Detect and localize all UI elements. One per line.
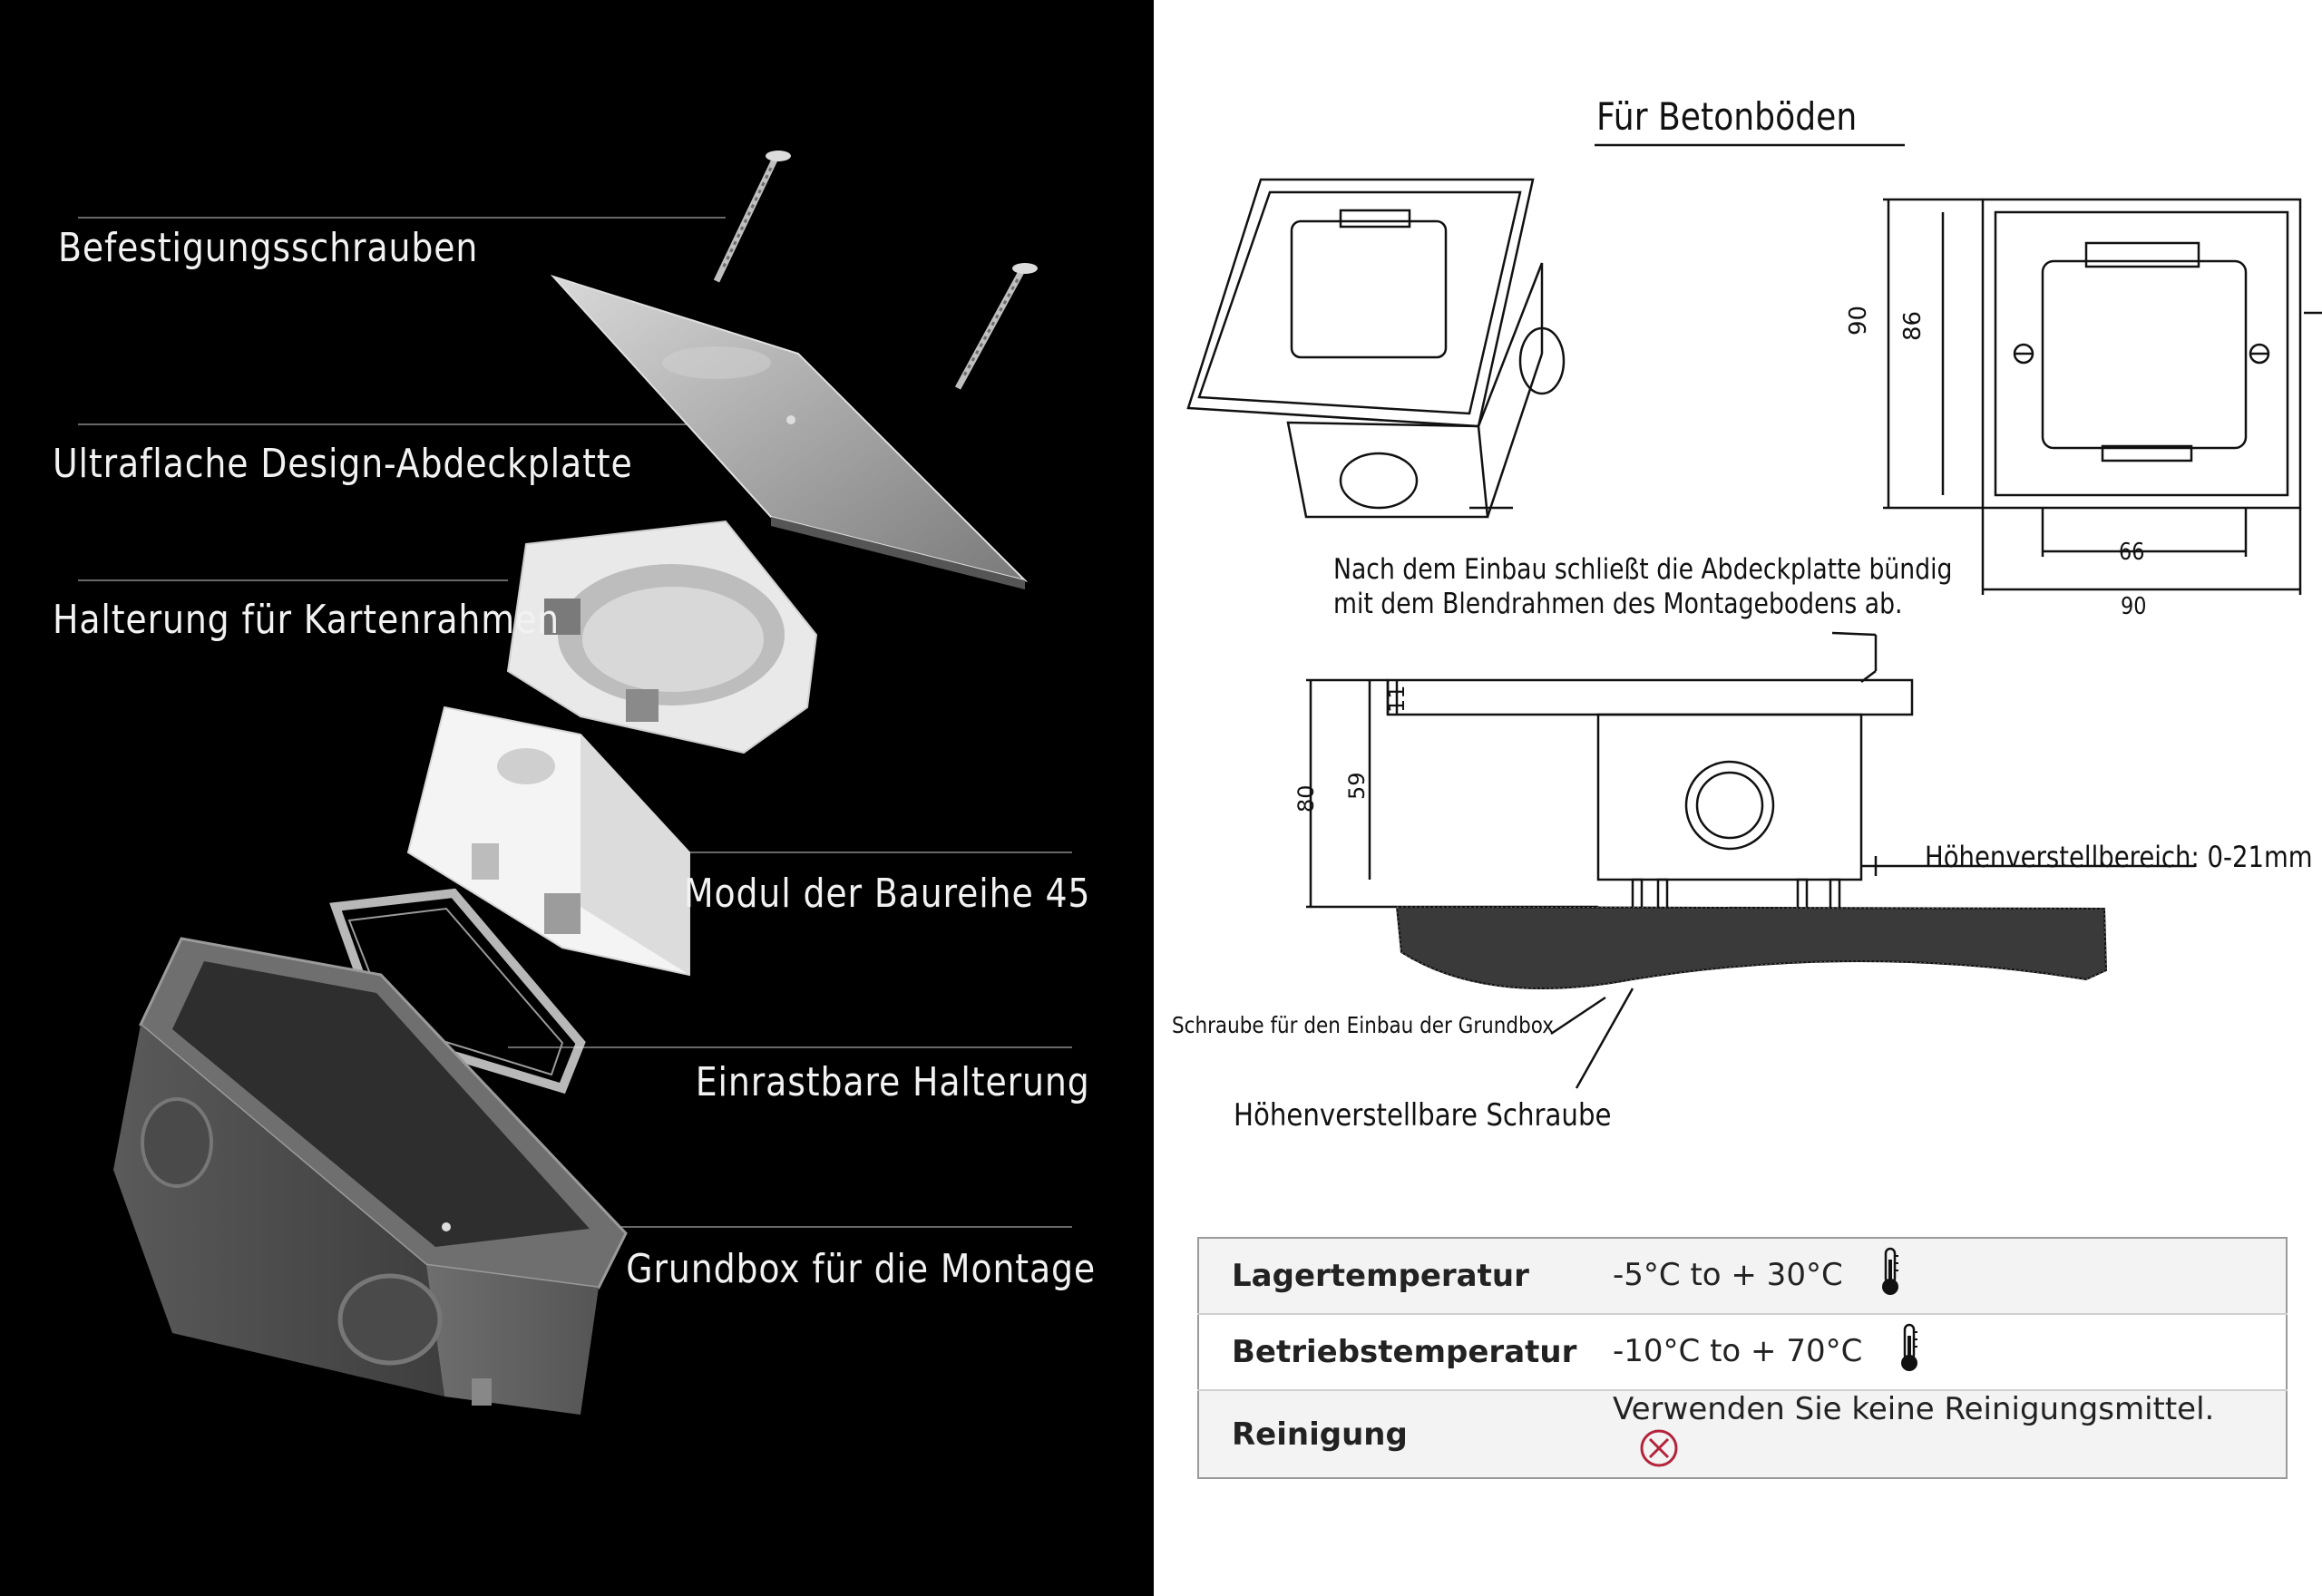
spec-value: -10°C to + 70°C	[1613, 1332, 1863, 1369]
label-screws: Befestigungsschrauben	[58, 225, 479, 271]
dim-body-height: 59	[1344, 772, 1370, 800]
label-module: Modul der Baureihe 45	[683, 871, 1090, 917]
dim-top-thickness: 11	[1384, 685, 1410, 713]
screw-right	[954, 263, 1038, 390]
callout-height-range: Höhenverstellbereich: 0-21mm	[1925, 840, 2313, 874]
thermometer-icon	[1878, 1247, 1902, 1306]
dim-outer-height: 90	[1845, 305, 1872, 336]
callout-adjust-screw: Höhenverstellbare Schraube	[1234, 1097, 1612, 1134]
concrete-floor	[1395, 905, 2108, 989]
spec-label: Reinigung	[1198, 1390, 1613, 1478]
iso-drawing	[1186, 178, 1566, 519]
spec-label: Lagertemperatur	[1198, 1238, 1613, 1315]
technical-drawing	[1186, 143, 2322, 1089]
cover-plate	[550, 274, 1029, 589]
module-45	[406, 706, 690, 977]
base-box	[113, 937, 628, 1415]
spec-value: -5°C to + 30°C	[1613, 1256, 1843, 1293]
callout-base-screw: Schraube für den Einbau der Grundbox	[1172, 1012, 1554, 1038]
no-cleaning-icon	[1638, 1427, 1680, 1477]
dim-outer-width: 90	[2121, 593, 2147, 620]
spec-label: Betriebstemperatur	[1198, 1314, 1613, 1391]
specs-table: Lagertemperatur -5°C to + 30°C Betriebst…	[1197, 1237, 2288, 1479]
thermometer-icon	[1898, 1323, 1921, 1382]
label-base-box: Grundbox für die Montage	[626, 1246, 1096, 1292]
note-line-2: mit dem Blendrahmen des Montagebodens ab…	[1333, 588, 1903, 620]
spec-value: Verwenden Sie keine Reinigungsmittel.	[1613, 1391, 2215, 1427]
label-snap-bracket: Einrastbare Halterung	[696, 1059, 1090, 1105]
note-line-1: Nach dem Einbau schließt die Abdeckplatt…	[1333, 553, 1953, 586]
dim-total-height: 80	[1293, 784, 1319, 813]
exploded-view-panel: Befestigungsschrauben Ultraflache Design…	[0, 0, 1154, 1596]
card-frame-holder	[506, 520, 818, 754]
dim-inner-width: 66	[2119, 539, 2145, 566]
spec-row-operating-temp: Betriebstemperatur -10°C to + 70°C	[1198, 1314, 2287, 1391]
spec-row-cleaning: Reinigung Verwenden Sie keine Reinigungs…	[1198, 1390, 2287, 1478]
dim-inner-height: 86	[1899, 310, 1927, 341]
label-card-frame: Halterung für Kartenrahmen	[53, 597, 560, 643]
exploded-view-graphic	[78, 151, 1072, 1415]
screw-left	[713, 151, 791, 283]
spec-row-storage-temp: Lagertemperatur -5°C to + 30°C	[1198, 1238, 2287, 1315]
top-view-drawing	[1883, 198, 2322, 595]
label-cover-plate: Ultraflache Design-Abdeckplatte	[53, 441, 633, 487]
drawing-title: Für Betonböden	[1596, 94, 1858, 139]
